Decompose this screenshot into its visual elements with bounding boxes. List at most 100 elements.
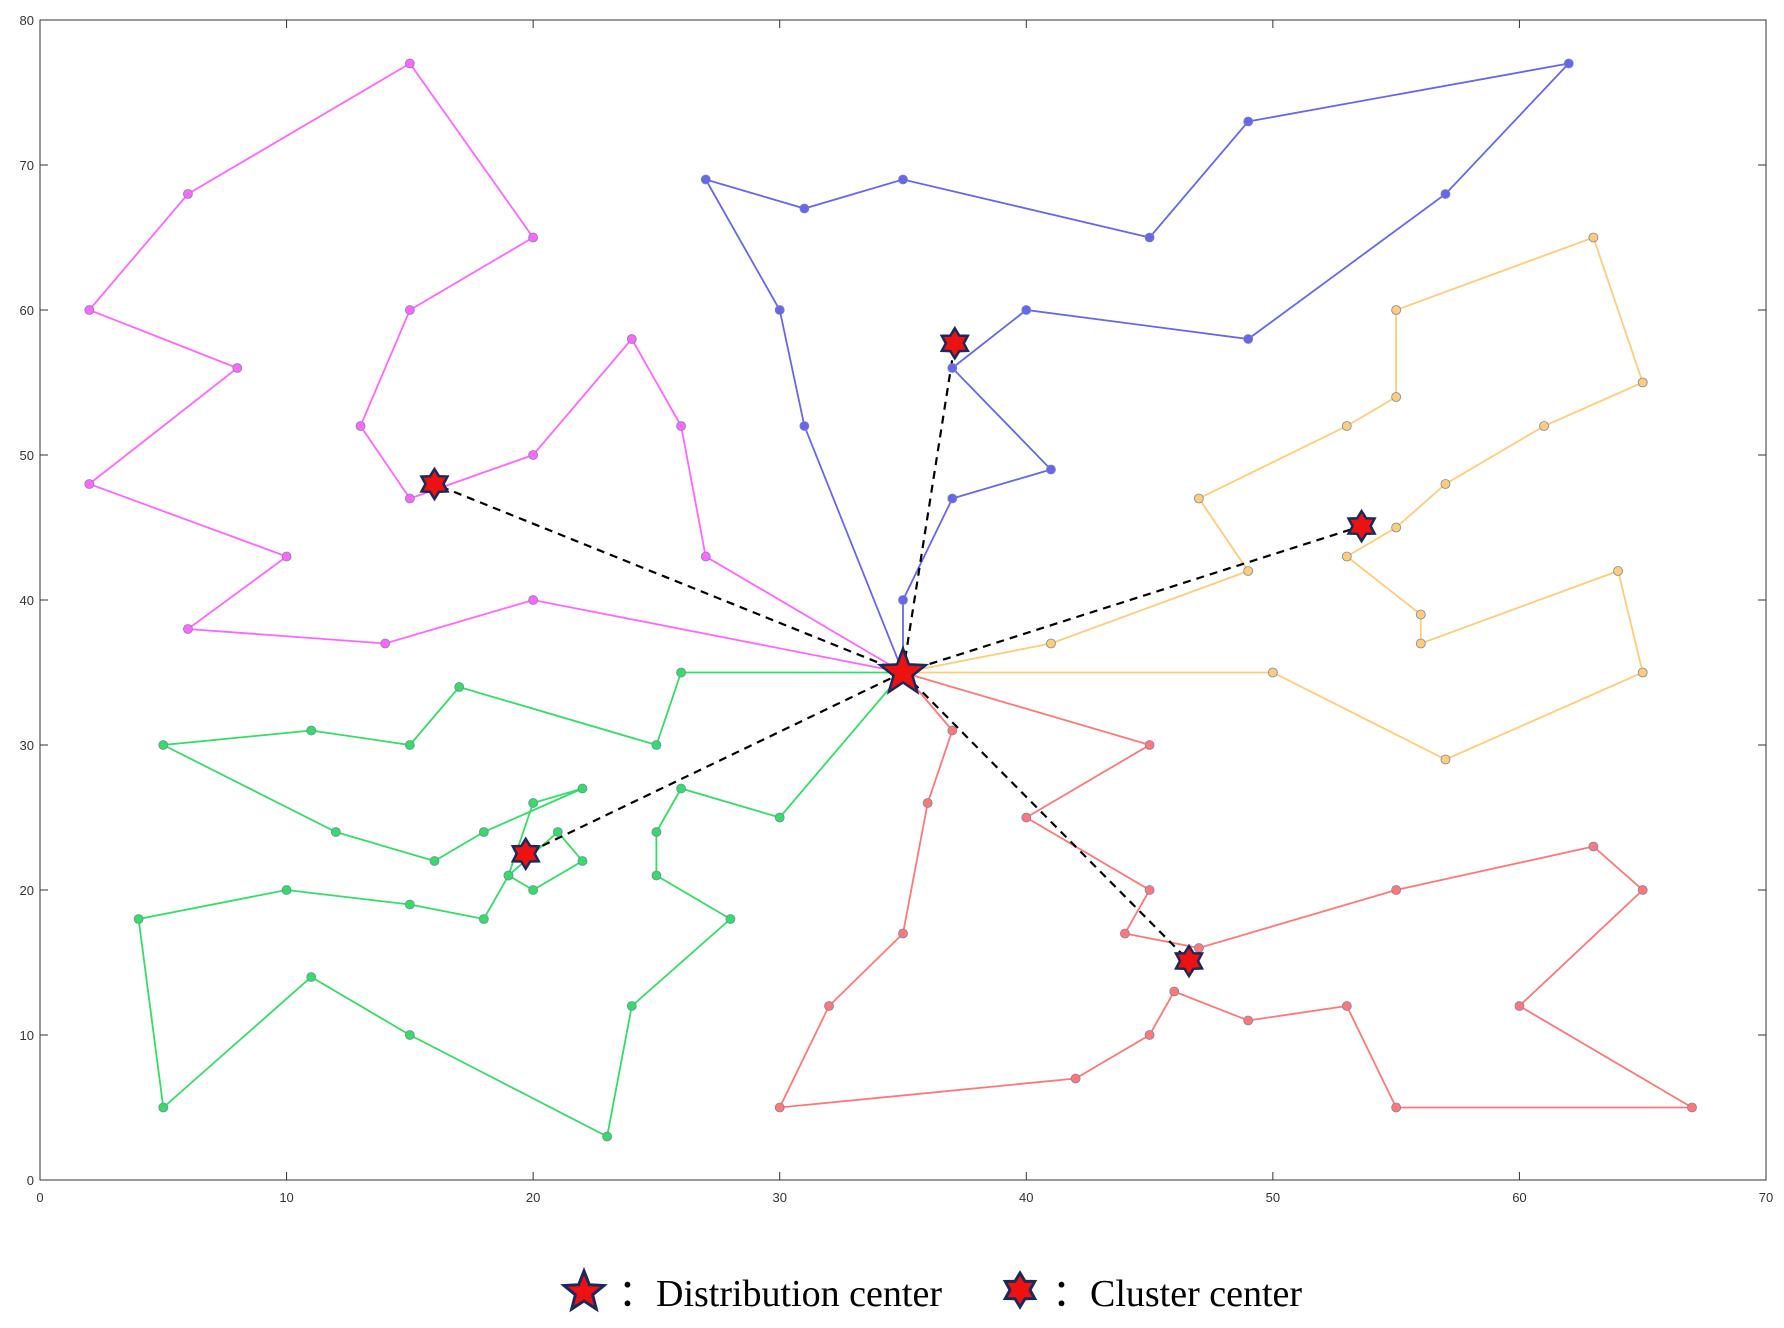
y-tick-label: 40 [20,593,34,608]
route-point [528,885,539,895]
cluster-center-marker [1346,508,1377,544]
cluster-center-marker [510,836,541,872]
route-point [626,1001,637,1011]
route-line-2 [902,236,1644,761]
route-point [774,1102,785,1113]
route-point [799,203,810,214]
route-point [676,421,686,431]
route-point [528,232,539,243]
route-point [454,682,465,692]
x-tick-label: 20 [526,1190,540,1205]
legend-label-distribution: ：Distribution center [618,1273,942,1315]
route-point [1021,305,1032,315]
route-point [1391,885,1402,895]
route-point [1637,377,1648,388]
route-point [478,827,489,837]
route-point [1021,812,1032,823]
route-point [1144,1030,1155,1040]
route-point [602,1131,613,1142]
route-point [1391,305,1402,315]
route-point [700,174,711,185]
route-point [281,551,292,562]
route-point [1341,1001,1352,1011]
route-point [528,450,539,460]
route-point [1193,493,1204,504]
route-point [404,305,415,315]
route-point [1243,334,1254,344]
route-point [1637,885,1648,895]
route-point [404,899,415,910]
x-tick-label: 70 [1759,1190,1773,1205]
route-point [1243,1015,1254,1026]
route-point [1588,841,1599,852]
route-point [183,189,193,199]
center-markers [419,325,1377,979]
route-point [158,740,169,750]
route-point [404,493,415,504]
route-point [774,305,785,315]
route-point [577,783,588,794]
route-point [626,334,637,344]
route-point [330,827,341,837]
route-point [355,421,366,431]
route-point [1440,754,1451,765]
route-point [1637,667,1648,678]
legend: ：Distribution center ：Cluster center [560,1262,1358,1317]
route-point [1144,232,1155,243]
distribution-center-marker [876,644,930,695]
route-point [281,885,292,895]
route-point [1341,421,1352,431]
route-point [1144,885,1155,895]
route-point [898,595,908,605]
route-point [1070,1073,1081,1084]
y-tick-label: 0 [27,1173,34,1188]
y-tick-label: 60 [20,303,34,318]
route-point [380,638,391,649]
route-point [1391,522,1402,533]
route-point [1341,551,1352,562]
route-point [183,624,193,634]
center-link-0 [434,482,904,674]
route-point [232,363,243,373]
route-point [1046,638,1056,649]
route-line-3 [137,671,904,1138]
route-points [84,58,1697,1142]
route-point [306,972,317,982]
route-point [306,725,317,736]
x-tick-label: 60 [1512,1190,1526,1205]
y-tick-label: 10 [20,1028,34,1043]
route-point [651,827,662,837]
route-point [84,305,95,315]
center-link-2 [902,525,1362,674]
route-point [774,812,785,823]
route-point [1514,1001,1525,1011]
x-tick-label: 50 [1266,1190,1280,1205]
route-point [651,870,662,881]
cluster-star-icon [1002,1269,1038,1310]
legend-item-distribution: ：Distribution center [560,1262,942,1317]
route-point [676,783,686,794]
y-tick-label: 20 [20,883,34,898]
route-point [478,914,489,924]
center-links [434,343,1362,962]
y-tick-label: 30 [20,738,34,753]
route-point [1193,943,1204,953]
route-point [1391,392,1402,402]
route-point [700,551,711,562]
route-point [1588,232,1599,243]
route-point [429,856,440,866]
route-point [1120,928,1130,939]
route-point [1440,189,1451,199]
route-point [503,870,514,881]
route-point [404,1030,415,1040]
x-tick-label: 40 [1019,1190,1033,1205]
cluster-center-marker [939,325,970,361]
route-point [947,363,958,373]
route-point [158,1102,169,1113]
route-point [404,58,415,69]
route-point [552,827,563,837]
route-point [577,856,588,866]
route-point [947,725,958,736]
legend-label-cluster: ：Cluster center [1051,1273,1303,1315]
